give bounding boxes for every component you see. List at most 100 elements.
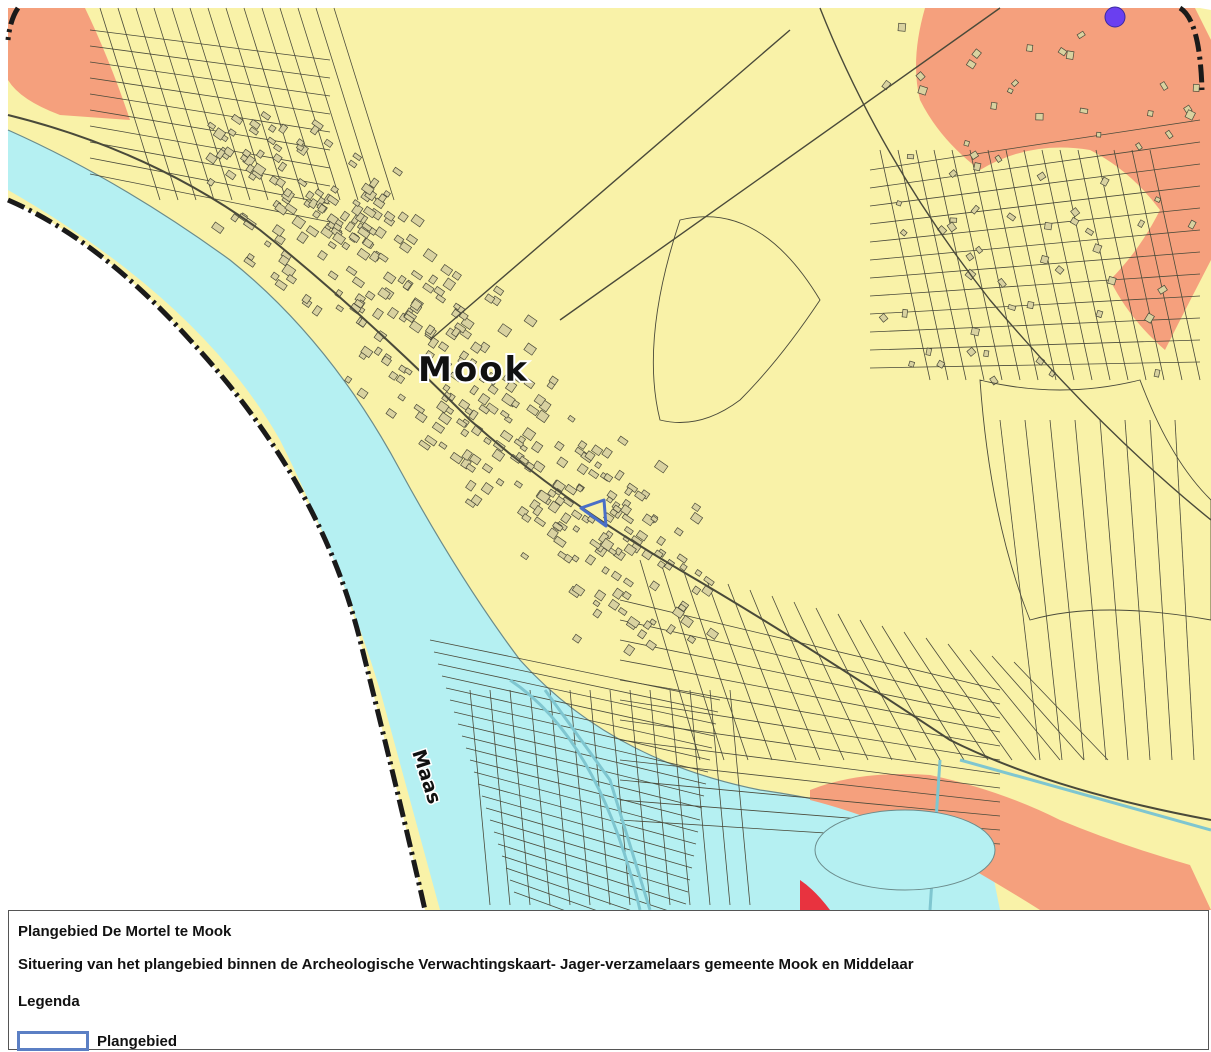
parcel-boundary <box>1059 149 1111 381</box>
building-block <box>456 418 468 429</box>
parcel-boundary <box>1074 419 1107 761</box>
parcel-boundary <box>89 45 331 79</box>
building-block <box>372 307 384 321</box>
building-block <box>272 153 283 164</box>
building-block <box>248 126 259 136</box>
building-block <box>1026 300 1035 310</box>
building-block <box>1007 303 1017 312</box>
building-block <box>965 252 975 262</box>
building-block <box>499 409 510 419</box>
main-road <box>819 7 1211 521</box>
building-block <box>323 138 334 148</box>
parcel-boundary <box>89 109 331 151</box>
parcel-boundary <box>999 419 1041 761</box>
building-block <box>330 185 340 194</box>
parcel-boundary <box>569 689 591 906</box>
building-block <box>925 347 933 356</box>
parcel-boundary <box>505 867 631 910</box>
parcel-boundary <box>509 879 597 910</box>
built-up-area <box>205 22 1200 657</box>
building-block <box>1147 110 1154 117</box>
building-block <box>274 279 288 292</box>
parcel-boundary <box>89 125 331 169</box>
building-block <box>252 162 267 177</box>
building-block <box>499 429 514 443</box>
parcel-boundary <box>661 565 725 761</box>
building-block <box>1006 212 1017 222</box>
building-block <box>502 372 514 384</box>
building-block <box>521 513 532 523</box>
building-block <box>535 409 550 424</box>
building-block <box>548 375 559 386</box>
point-marker[interactable] <box>1104 6 1126 28</box>
building-block <box>531 440 544 454</box>
building-block <box>614 469 625 481</box>
building-block <box>554 495 566 507</box>
building-block <box>305 225 320 238</box>
zone-high-expectation <box>8 8 130 120</box>
building-block <box>895 200 903 207</box>
building-block <box>588 468 600 480</box>
building-block <box>295 138 305 147</box>
building-block <box>680 615 694 629</box>
building-block <box>470 424 484 437</box>
building-block <box>484 293 496 304</box>
building-block <box>437 341 450 352</box>
building-block <box>570 509 583 521</box>
building-block <box>301 293 312 305</box>
building-block <box>497 323 513 338</box>
parcel-boundary <box>619 659 1001 733</box>
parcel-boundary <box>99 7 161 201</box>
building-block <box>642 620 653 631</box>
building-block <box>230 213 240 223</box>
building-block <box>601 566 610 575</box>
building-block <box>635 529 649 542</box>
parcel-boundary <box>1077 149 1129 381</box>
building-block <box>691 502 702 513</box>
building-block <box>611 587 625 600</box>
building-block <box>1107 276 1117 286</box>
parcel-boundary <box>529 689 551 906</box>
building-block <box>436 400 450 414</box>
building-block <box>348 159 358 169</box>
building-block <box>1187 219 1197 230</box>
parcel-boundary <box>669 689 691 906</box>
building-block <box>469 385 479 396</box>
legend-title: Plangebied De Mortel te Mook <box>18 923 232 940</box>
building-block <box>255 149 265 159</box>
parcel-boundary <box>1174 419 1195 761</box>
building-block <box>457 356 468 367</box>
building-block <box>481 462 494 474</box>
parcel-boundary <box>897 149 949 381</box>
building-block <box>327 241 337 250</box>
building-block <box>377 193 388 203</box>
building-block <box>1154 196 1162 203</box>
building-block <box>461 448 473 461</box>
building-block <box>624 486 634 497</box>
parcel-boundary <box>89 93 331 133</box>
building-block <box>1192 83 1200 92</box>
building-block <box>594 589 607 602</box>
building-block <box>424 350 435 360</box>
parcel-boundary <box>433 651 719 713</box>
building-block <box>351 203 364 217</box>
plangebied-outline[interactable] <box>579 498 608 528</box>
building-block <box>393 234 405 245</box>
building-block <box>878 313 889 323</box>
map-view[interactable]: Mook Maas <box>0 0 1211 910</box>
parcel-boundary <box>729 689 751 906</box>
building-block <box>546 527 559 540</box>
building-block <box>414 410 428 424</box>
building-block <box>563 553 574 564</box>
building-block <box>470 341 483 354</box>
building-block <box>526 404 540 417</box>
building-block <box>327 270 339 281</box>
building-block <box>621 590 632 601</box>
building-block <box>975 245 984 255</box>
building-block <box>246 252 255 261</box>
building-block <box>358 351 367 361</box>
building-block <box>949 217 958 223</box>
building-block <box>404 367 413 376</box>
parcel-boundary <box>315 7 377 201</box>
building-block <box>422 248 438 263</box>
